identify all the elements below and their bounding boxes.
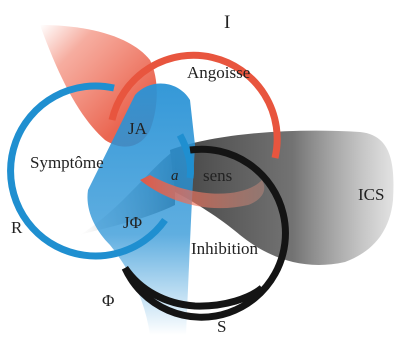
label-ja: JA: [128, 119, 148, 138]
label-imaginary: R: [11, 218, 23, 237]
label-symptome: Symptôme: [30, 153, 104, 172]
label-real: I: [224, 12, 230, 33]
label-ics: ICS: [358, 185, 384, 204]
label-inhibition: Inhibition: [191, 239, 259, 258]
label-symbolic: S: [217, 317, 226, 336]
label-phi: Φ: [102, 291, 114, 310]
label-object-a: a: [171, 168, 179, 184]
label-jphi: JΦ: [123, 213, 142, 232]
label-sens: sens: [203, 166, 232, 185]
label-angoisse: Angoisse: [187, 63, 250, 82]
